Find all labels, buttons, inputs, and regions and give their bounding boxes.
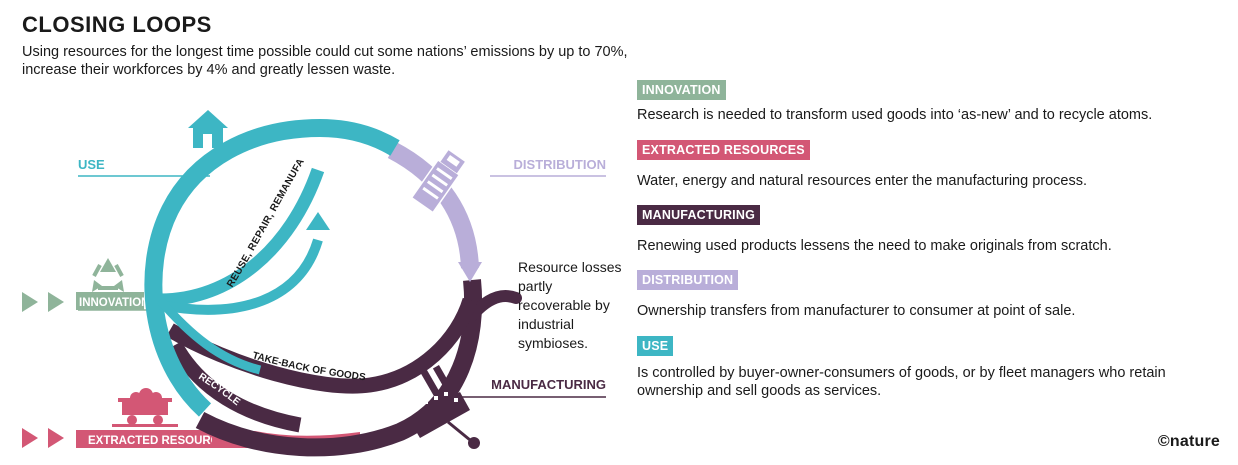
legend-item-manufacturing: MANUFACTURING Renewing used products les… xyxy=(637,205,1112,255)
resource-loss-annotation: Resource losses partly recoverable by in… xyxy=(518,259,622,351)
use-outer-arc xyxy=(144,118,400,417)
use-inner-sweep xyxy=(156,297,262,375)
legend-text-manufacturing: Renewing used products lessens the need … xyxy=(637,238,1112,254)
truck-icon xyxy=(410,150,465,214)
extracted-arrow-2 xyxy=(48,428,64,448)
distribution-arrow-head xyxy=(458,262,482,282)
extracted-arrow-1 xyxy=(22,428,38,448)
legend-text-use: Is controlled by buyer-owner-consumers o… xyxy=(637,365,1166,399)
innovation-arrow-1 xyxy=(22,292,38,312)
closing-loops-diagram: USE DISTRIBUTION MANUFACTURING INNOVATIO… xyxy=(0,0,606,457)
page-title: CLOSING LOOPS xyxy=(22,12,212,37)
factory-icon xyxy=(408,365,480,449)
legend-item-innovation: INNOVATION Research is needed to transfo… xyxy=(637,80,1152,124)
innovation-tag-label: INNOVATION xyxy=(79,297,150,309)
legend-text-extracted: Water, energy and natural resources ente… xyxy=(637,173,1088,189)
legend-item-use: USE Is controlled by buyer-owner-consume… xyxy=(637,336,1227,400)
innovation-tag xyxy=(76,292,144,310)
distribution-arc xyxy=(387,142,479,269)
legend-badge-extracted: EXTRACTED RESOURCES xyxy=(637,140,810,160)
legend-text-innovation: Research is needed to transform used goo… xyxy=(637,107,1153,123)
reuse-arrow-head xyxy=(306,212,330,230)
nature-credit: ©nature xyxy=(1157,433,1220,450)
distribution-label: DISTRIBUTION xyxy=(514,157,606,172)
resource-loss-branch xyxy=(464,290,522,324)
manufacturing-label: MANUFACTURING xyxy=(491,377,606,392)
legend-text-distribution: Ownership transfers from manufacturer to… xyxy=(637,303,1076,319)
legend-item-distribution: DISTRIBUTION Ownership transfers from ma… xyxy=(637,270,1075,320)
legend-badge-use: USE xyxy=(637,336,674,356)
house-icon xyxy=(188,110,228,148)
mine-cart-icon xyxy=(112,388,178,427)
reuse-return-arc xyxy=(159,238,323,315)
extracted-tag-label: EXTRACTED RESOURCES xyxy=(88,435,235,447)
legend-badge-innovation: INNOVATION xyxy=(637,80,726,100)
legend-badge-distribution: DISTRIBUTION xyxy=(637,270,739,290)
legend-badge-manufacturing: MANUFACTURING xyxy=(637,205,761,225)
reuse-arc xyxy=(159,167,325,307)
extracted-tag xyxy=(76,430,214,448)
recycle-arc xyxy=(168,341,302,433)
legend-item-extracted: EXTRACTED RESOURCES Water, energy and na… xyxy=(637,140,1087,190)
innovation-arrow-2 xyxy=(48,292,64,312)
page-subtitle: Using resources for the longest time pos… xyxy=(22,44,628,78)
use-label: USE xyxy=(78,157,105,172)
manufacturing-arc xyxy=(195,279,483,457)
recycle-icon xyxy=(92,258,124,292)
